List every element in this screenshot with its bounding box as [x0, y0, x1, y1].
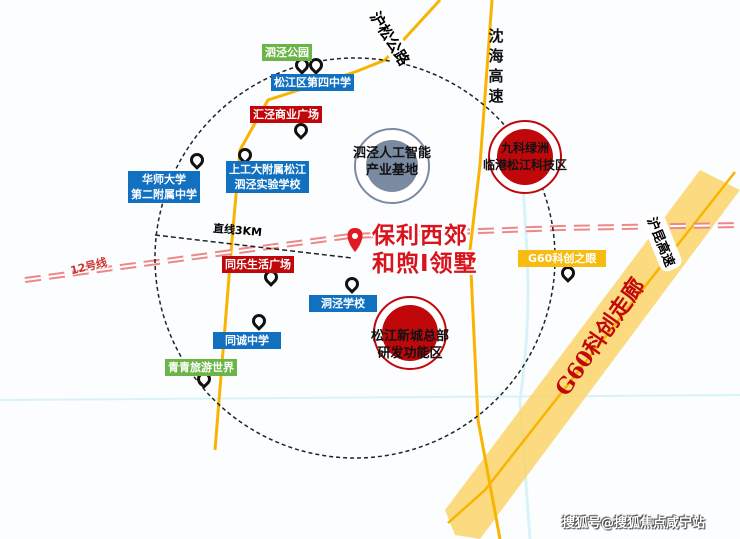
shenhai-highway-label: 沈海高速 — [488, 27, 504, 105]
label-line: 华师大学 — [142, 173, 186, 186]
project-title-line: 和煦I领墅 — [372, 251, 478, 277]
zone-songjiang-hq: 松江新城总部研发功能区 — [371, 328, 449, 362]
poi-dongjing-school[interactable]: 洞泾学校 — [309, 295, 377, 312]
zone-ai-core — [366, 140, 418, 192]
label-line: 上工大附属松江 — [229, 163, 306, 176]
zone-line: 泗泾人工智能 — [352, 146, 432, 161]
project-title-line: 保利西郊 — [372, 223, 468, 249]
project-title: 保利西郊和煦I领墅 — [372, 222, 478, 278]
poi-huijing-mall[interactable]: 汇泾商业广场 — [250, 106, 322, 123]
label-line: 泗泾实验学校 — [234, 178, 301, 191]
husong-road — [213, 0, 442, 451]
zone-line: 九科绿洲 — [500, 141, 550, 155]
zone-jiuke: 九科绿洲临港松江科技区 — [483, 140, 567, 174]
poi-shanggong-school[interactable]: 上工大附属松江泗泾实验学校 — [226, 161, 309, 193]
shenhai-road — [468, 0, 502, 539]
poi-songjiang-no4-school[interactable]: 松江区第四中学 — [271, 74, 354, 91]
project-location-pin-icon — [347, 228, 363, 252]
poi-sijing-park[interactable]: 泗泾公园 — [262, 44, 312, 61]
zone-jiuke-core — [497, 129, 553, 185]
distance-line — [154, 234, 353, 259]
poi-huashi-school[interactable]: 华师大学第二附属中学 — [128, 171, 200, 203]
water-channel — [0, 394, 740, 401]
poi-qingqing-world[interactable]: 青青旅游世界 — [165, 359, 237, 376]
zone-songjiang-core — [382, 305, 438, 361]
zone-line: 松江新城总部 — [370, 329, 450, 344]
zone-line: 临港松江科技区 — [482, 158, 568, 172]
zone-ai-base: 泗泾人工智能产业基地 — [353, 145, 431, 179]
watermark: 搜狐号@搜狐焦点咸宁站 — [562, 516, 706, 531]
zone-line: 研发功能区 — [377, 346, 443, 361]
poi-tongle-plaza[interactable]: 同乐生活广场 — [222, 256, 294, 273]
zone-line: 产业基地 — [365, 163, 419, 178]
poi-g60-eye[interactable]: G60科创之眼 — [518, 250, 607, 267]
g60-road — [447, 171, 736, 524]
label-line: 第二附属中学 — [131, 188, 197, 201]
poi-tongcheng-school[interactable]: 同诚中学 — [213, 332, 281, 349]
